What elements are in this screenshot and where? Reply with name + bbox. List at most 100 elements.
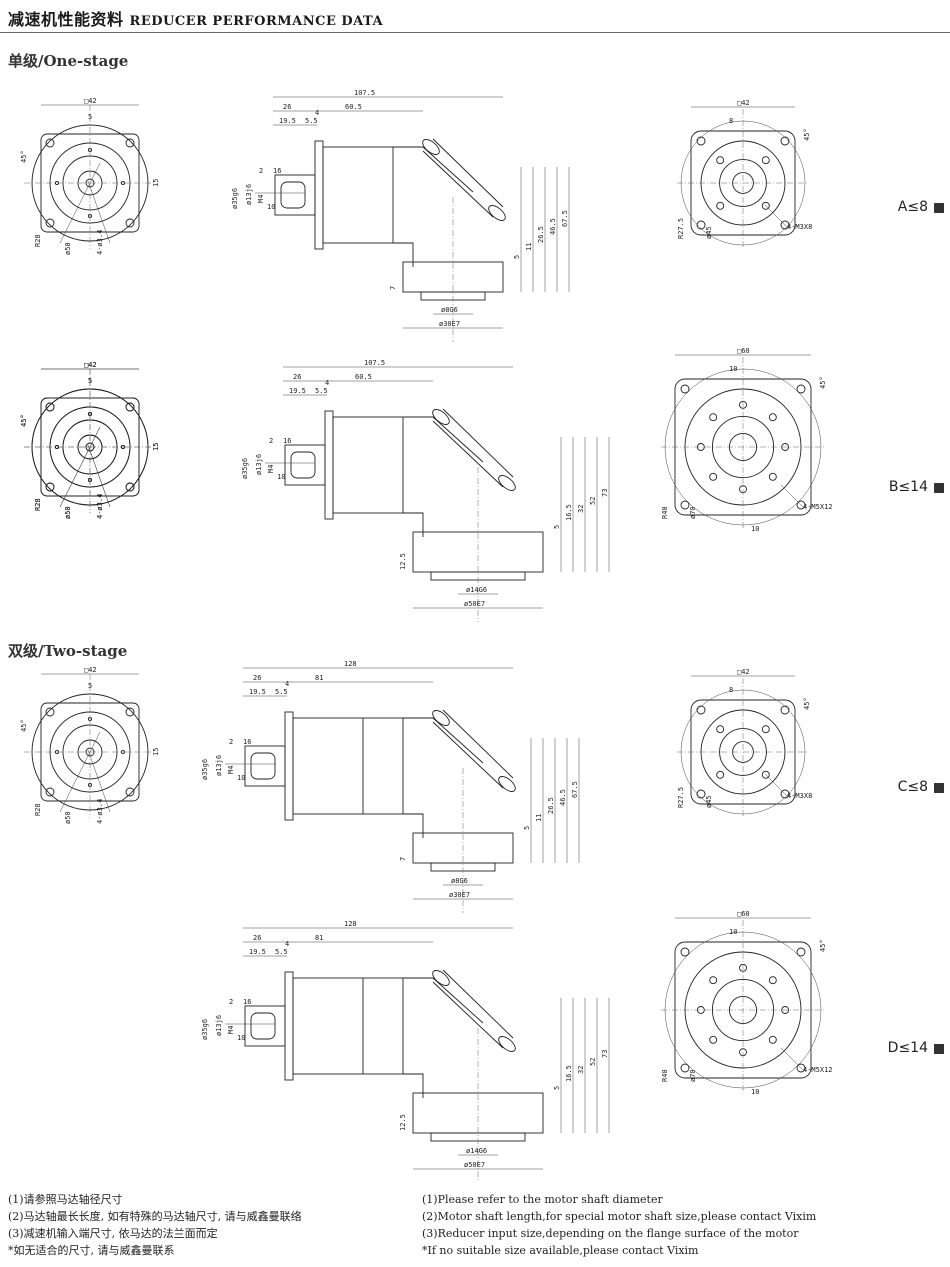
dim-v3: 26.5 (547, 797, 555, 814)
dim-hub-dia: ø13j6 (215, 1015, 223, 1036)
end-tap-hole (768, 472, 777, 481)
end-dim-diameter: ø45 (705, 226, 713, 239)
leader-line (59, 426, 101, 508)
mount-hole (125, 218, 135, 228)
dim-l1: 26 (253, 674, 261, 682)
dim-total: 107.5 (354, 89, 375, 97)
dim-shaft: ø8G6 (441, 306, 458, 314)
dim-angle: 45° (20, 414, 28, 427)
dim-l5: 4 (285, 680, 289, 688)
dim-diameter: ø50 (64, 242, 72, 255)
dim-v2: 52 (589, 497, 597, 505)
elbow-outline (403, 717, 484, 838)
end-dim-square: □60 (737, 910, 750, 918)
dim-l6: 2 (269, 437, 273, 445)
end-mount-hole (796, 500, 806, 510)
dim-l5: 4 (325, 379, 329, 387)
input-bore (290, 451, 316, 479)
dim-v4: 11 (535, 814, 543, 822)
end-tap-hole (716, 725, 725, 734)
end-mount-hole (780, 136, 790, 146)
note-en-3: (3)Reducer input size,depending on the f… (422, 1227, 799, 1240)
end-tap-hole (781, 1006, 790, 1014)
end-dim-diameter: ø70 (689, 1069, 697, 1082)
dim-hub-dia: ø13j6 (215, 755, 223, 776)
end-dim-offset: 8 (729, 117, 733, 125)
elbow-outline (403, 977, 484, 1098)
end-tap-hole (716, 770, 725, 779)
mount-hole (125, 402, 135, 412)
arm-end-top (432, 710, 450, 726)
end-dim-holes: 4-M5X12 (803, 503, 833, 511)
dim-body-dia: ø35g6 (201, 1019, 209, 1040)
dim-v3: 32 (577, 1066, 585, 1074)
end-tap-hole (709, 472, 718, 481)
dim-diameter: ø50 (64, 506, 72, 519)
note-cn-2: (2)马达轴最长长度, 如有特殊的马达轴尺寸, 请与威鑫曼联络 (8, 1210, 302, 1223)
output-arm (442, 408, 514, 478)
end-tap-hole (709, 413, 718, 422)
end-dim-holes: 4-M3X8 (787, 223, 812, 231)
note-en-2: (2)Motor shaft length,for special motor … (422, 1210, 817, 1223)
mount-hole (45, 402, 55, 412)
dim-angle: 45° (20, 150, 28, 163)
leader-line (87, 444, 111, 508)
end-leader (780, 1047, 804, 1071)
dim-l2: 60.5 (345, 103, 362, 111)
end-dim-radius: R27.5 (677, 218, 685, 239)
elbow-outline (393, 146, 474, 267)
dim-offset: 5 (88, 377, 92, 385)
end-tap-hole (761, 201, 770, 210)
dim-v6: 7 (389, 286, 397, 290)
row-label-a: A≤8 (897, 199, 928, 215)
end-dim-diameter: ø70 (689, 506, 697, 519)
dim-height: 15 (152, 179, 160, 187)
output-arm (442, 969, 514, 1039)
gear-body (322, 146, 394, 244)
dim-v5: 5 (523, 826, 531, 830)
dim-l1: 26 (293, 373, 301, 381)
output-arm (432, 420, 504, 488)
end-leader (780, 484, 804, 508)
end-mount-hole (680, 500, 690, 510)
end-mount-hole (780, 705, 790, 715)
dim-v6: 7 (399, 857, 407, 861)
dim-thread: M4 (227, 766, 235, 774)
dim-l7: 16 (283, 437, 291, 445)
end-tap-hole (781, 443, 790, 451)
end-tap-hole (761, 156, 770, 165)
end-dim-h: 10 (751, 1088, 759, 1096)
end-dim-radius: R27.5 (677, 787, 685, 808)
dim-hub-dia: ø13j6 (245, 184, 253, 205)
end-dim-angle: 45° (819, 376, 827, 389)
title-en: REDUCER PERFORMANCE DATA (129, 14, 384, 29)
end-tap-hole (716, 201, 725, 210)
end-mount-hole (796, 947, 806, 957)
dim-l8: 10 (237, 774, 245, 782)
dim-square: □42 (84, 97, 97, 105)
end-mount-hole (696, 789, 706, 799)
leader-line (87, 180, 111, 244)
output-arm (442, 709, 514, 779)
dim-flange: ø30E7 (439, 320, 460, 328)
dim-holes: 4-ø3.4 (96, 799, 104, 824)
mount-hole (125, 482, 135, 492)
arm-end-bottom (498, 776, 516, 792)
end-dim-angle: 45° (819, 939, 827, 952)
end-dim-radius: R40 (661, 1069, 669, 1082)
input-bore (280, 181, 306, 209)
end-tap-hole (768, 976, 777, 985)
note-en-1: (1)Please refer to the motor shaft diame… (422, 1193, 663, 1206)
input-bore (250, 1012, 276, 1040)
end-dim-square: □60 (737, 347, 750, 355)
dim-radius: R28 (34, 498, 42, 511)
dim-l3: 19.5 (249, 688, 266, 696)
dim-total: 128 (344, 920, 357, 928)
leader-line (87, 749, 111, 813)
dim-holes: 4-ø3.4 (96, 494, 104, 519)
